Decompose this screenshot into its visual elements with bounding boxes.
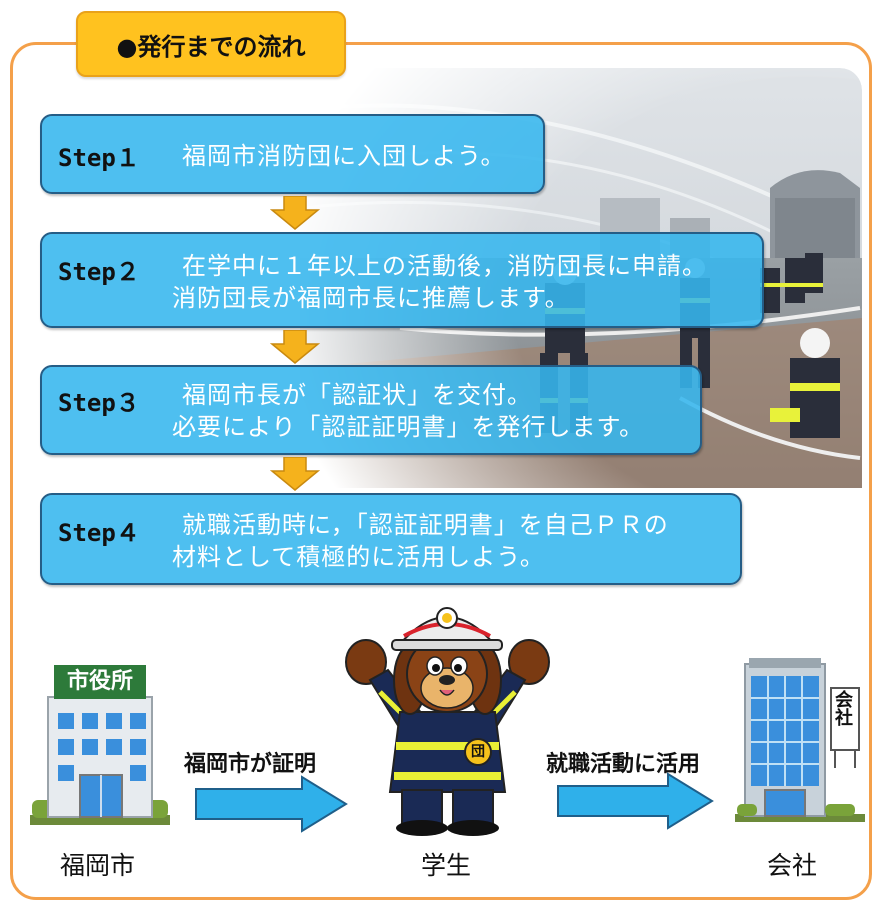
- step-2-label: Step２: [58, 258, 140, 286]
- step-2-line-1: 在学中に１年以上の活動後，消防団長に申請。: [182, 252, 707, 280]
- arrow-2-label: 就職活動に活用: [546, 752, 701, 777]
- step-1-box: Step１ 福岡市消防団に入団しよう。: [40, 114, 545, 194]
- company-building-illustration: 会社: [735, 658, 865, 826]
- step-3-box: Step３ 福岡市長が「認証状」を交付。 必要により「認証証明書」を発行します。: [40, 365, 702, 455]
- company-caption: 会社: [767, 851, 818, 880]
- student-caption: 学生: [421, 851, 472, 880]
- firefighter-mascot: 団: [340, 592, 555, 837]
- step-3-line-1: 福岡市長が「認証状」を交付。: [182, 381, 532, 409]
- step-3-label: Step３: [58, 389, 140, 417]
- city-hall-illustration: 市役所: [30, 665, 170, 830]
- section-title: ●発行までの流れ: [76, 11, 346, 77]
- city-hall-sign: 市役所: [66, 669, 133, 694]
- step-1-label: Step１: [58, 144, 140, 172]
- step-2-line-2: 消防団長が福岡市長に推薦します。: [172, 284, 570, 312]
- step-4-label: Step４: [58, 519, 140, 547]
- city-caption: 福岡市: [60, 851, 136, 880]
- step-2-box: Step２ 在学中に１年以上の活動後，消防団長に申請。 消防団長が福岡市長に推薦…: [40, 232, 764, 328]
- mascot-badge: 団: [471, 744, 485, 760]
- step-3-line-2: 必要により「認証証明書」を発行します。: [172, 413, 645, 441]
- step-4-line-1: 就職活動時に，「認証証明書」を自己ＰＲの: [182, 511, 669, 539]
- right-arrow-icon: [557, 772, 714, 830]
- company-sign: 会社: [832, 690, 853, 726]
- down-arrow-icon: [270, 457, 320, 491]
- step-4-box: Step４ 就職活動時に，「認証証明書」を自己ＰＲの 材料として積極的に活用しよ…: [40, 493, 742, 585]
- right-arrow-icon: [195, 775, 348, 833]
- arrow-1-label: 福岡市が証明: [184, 752, 317, 777]
- step-4-line-2: 材料として積極的に活用しよう。: [172, 543, 545, 571]
- down-arrow-icon: [270, 196, 320, 230]
- step-1-line-1: 福岡市消防団に入団しよう。: [182, 142, 506, 170]
- down-arrow-icon: [270, 330, 320, 364]
